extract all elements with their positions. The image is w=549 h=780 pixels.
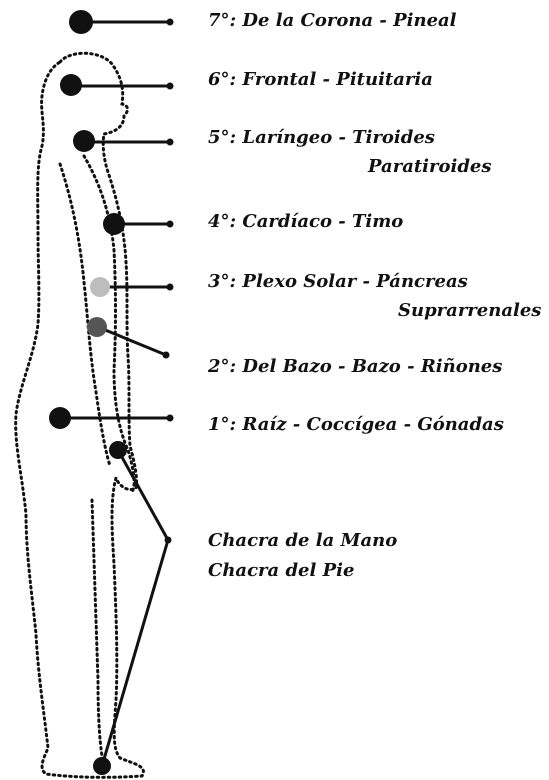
leader-end-2 (162, 351, 170, 359)
chakra-dot-5 (73, 130, 95, 152)
leader-line-2 (97, 325, 167, 357)
leg-inner-outline (90, 498, 106, 768)
chakra-markers (49, 10, 174, 775)
leader-line-foot (100, 539, 170, 767)
chakra-label-1: 1°: Raíz - Coccígea - Gónadas (208, 414, 504, 435)
leader-end-5 (166, 138, 174, 146)
chakra-dot-6 (60, 74, 82, 96)
chakra-dot-7 (69, 10, 93, 34)
chakra-dot-hand (109, 441, 127, 459)
leader-line-hand (116, 449, 170, 541)
chakra-dot-4 (103, 213, 125, 235)
chakra-dot-1 (49, 407, 71, 429)
chakra-dot-2 (87, 317, 107, 337)
leader-end-4 (166, 220, 174, 228)
foot-chakra-label: Chacra del Pie (208, 560, 355, 581)
hand-chakra-label: Chacra de la Mano (208, 530, 398, 551)
leader-end-6 (166, 82, 174, 90)
arm-outline (82, 154, 136, 494)
leader-end-3 (166, 283, 174, 291)
chakra-label-4: 4°: Cardíaco - Timo (208, 211, 404, 232)
leader-end-hand-foot (164, 536, 172, 544)
body-silhouette (14, 51, 145, 779)
chakra-label-5-line2: Paratiroides (368, 156, 492, 177)
chakra-dot-3 (90, 277, 110, 297)
chakra-label-3: 3°: Plexo Solar - Páncreas (208, 271, 468, 292)
chakra-label-6: 6°: Frontal - Pituitaria (208, 69, 433, 90)
leader-end-7 (166, 18, 174, 26)
leader-end-1 (166, 414, 174, 422)
chakra-label-2: 2°: Del Bazo - Bazo - Riñones (208, 356, 503, 377)
chakra-label-3-line2: Suprarrenales (398, 300, 542, 321)
chakra-label-5: 5°: Laríngeo - Tiroides (208, 127, 435, 148)
chakra-dot-foot (93, 757, 111, 775)
body-outline (14, 51, 145, 779)
chakra-label-7: 7°: De la Corona - Pineal (208, 10, 457, 31)
